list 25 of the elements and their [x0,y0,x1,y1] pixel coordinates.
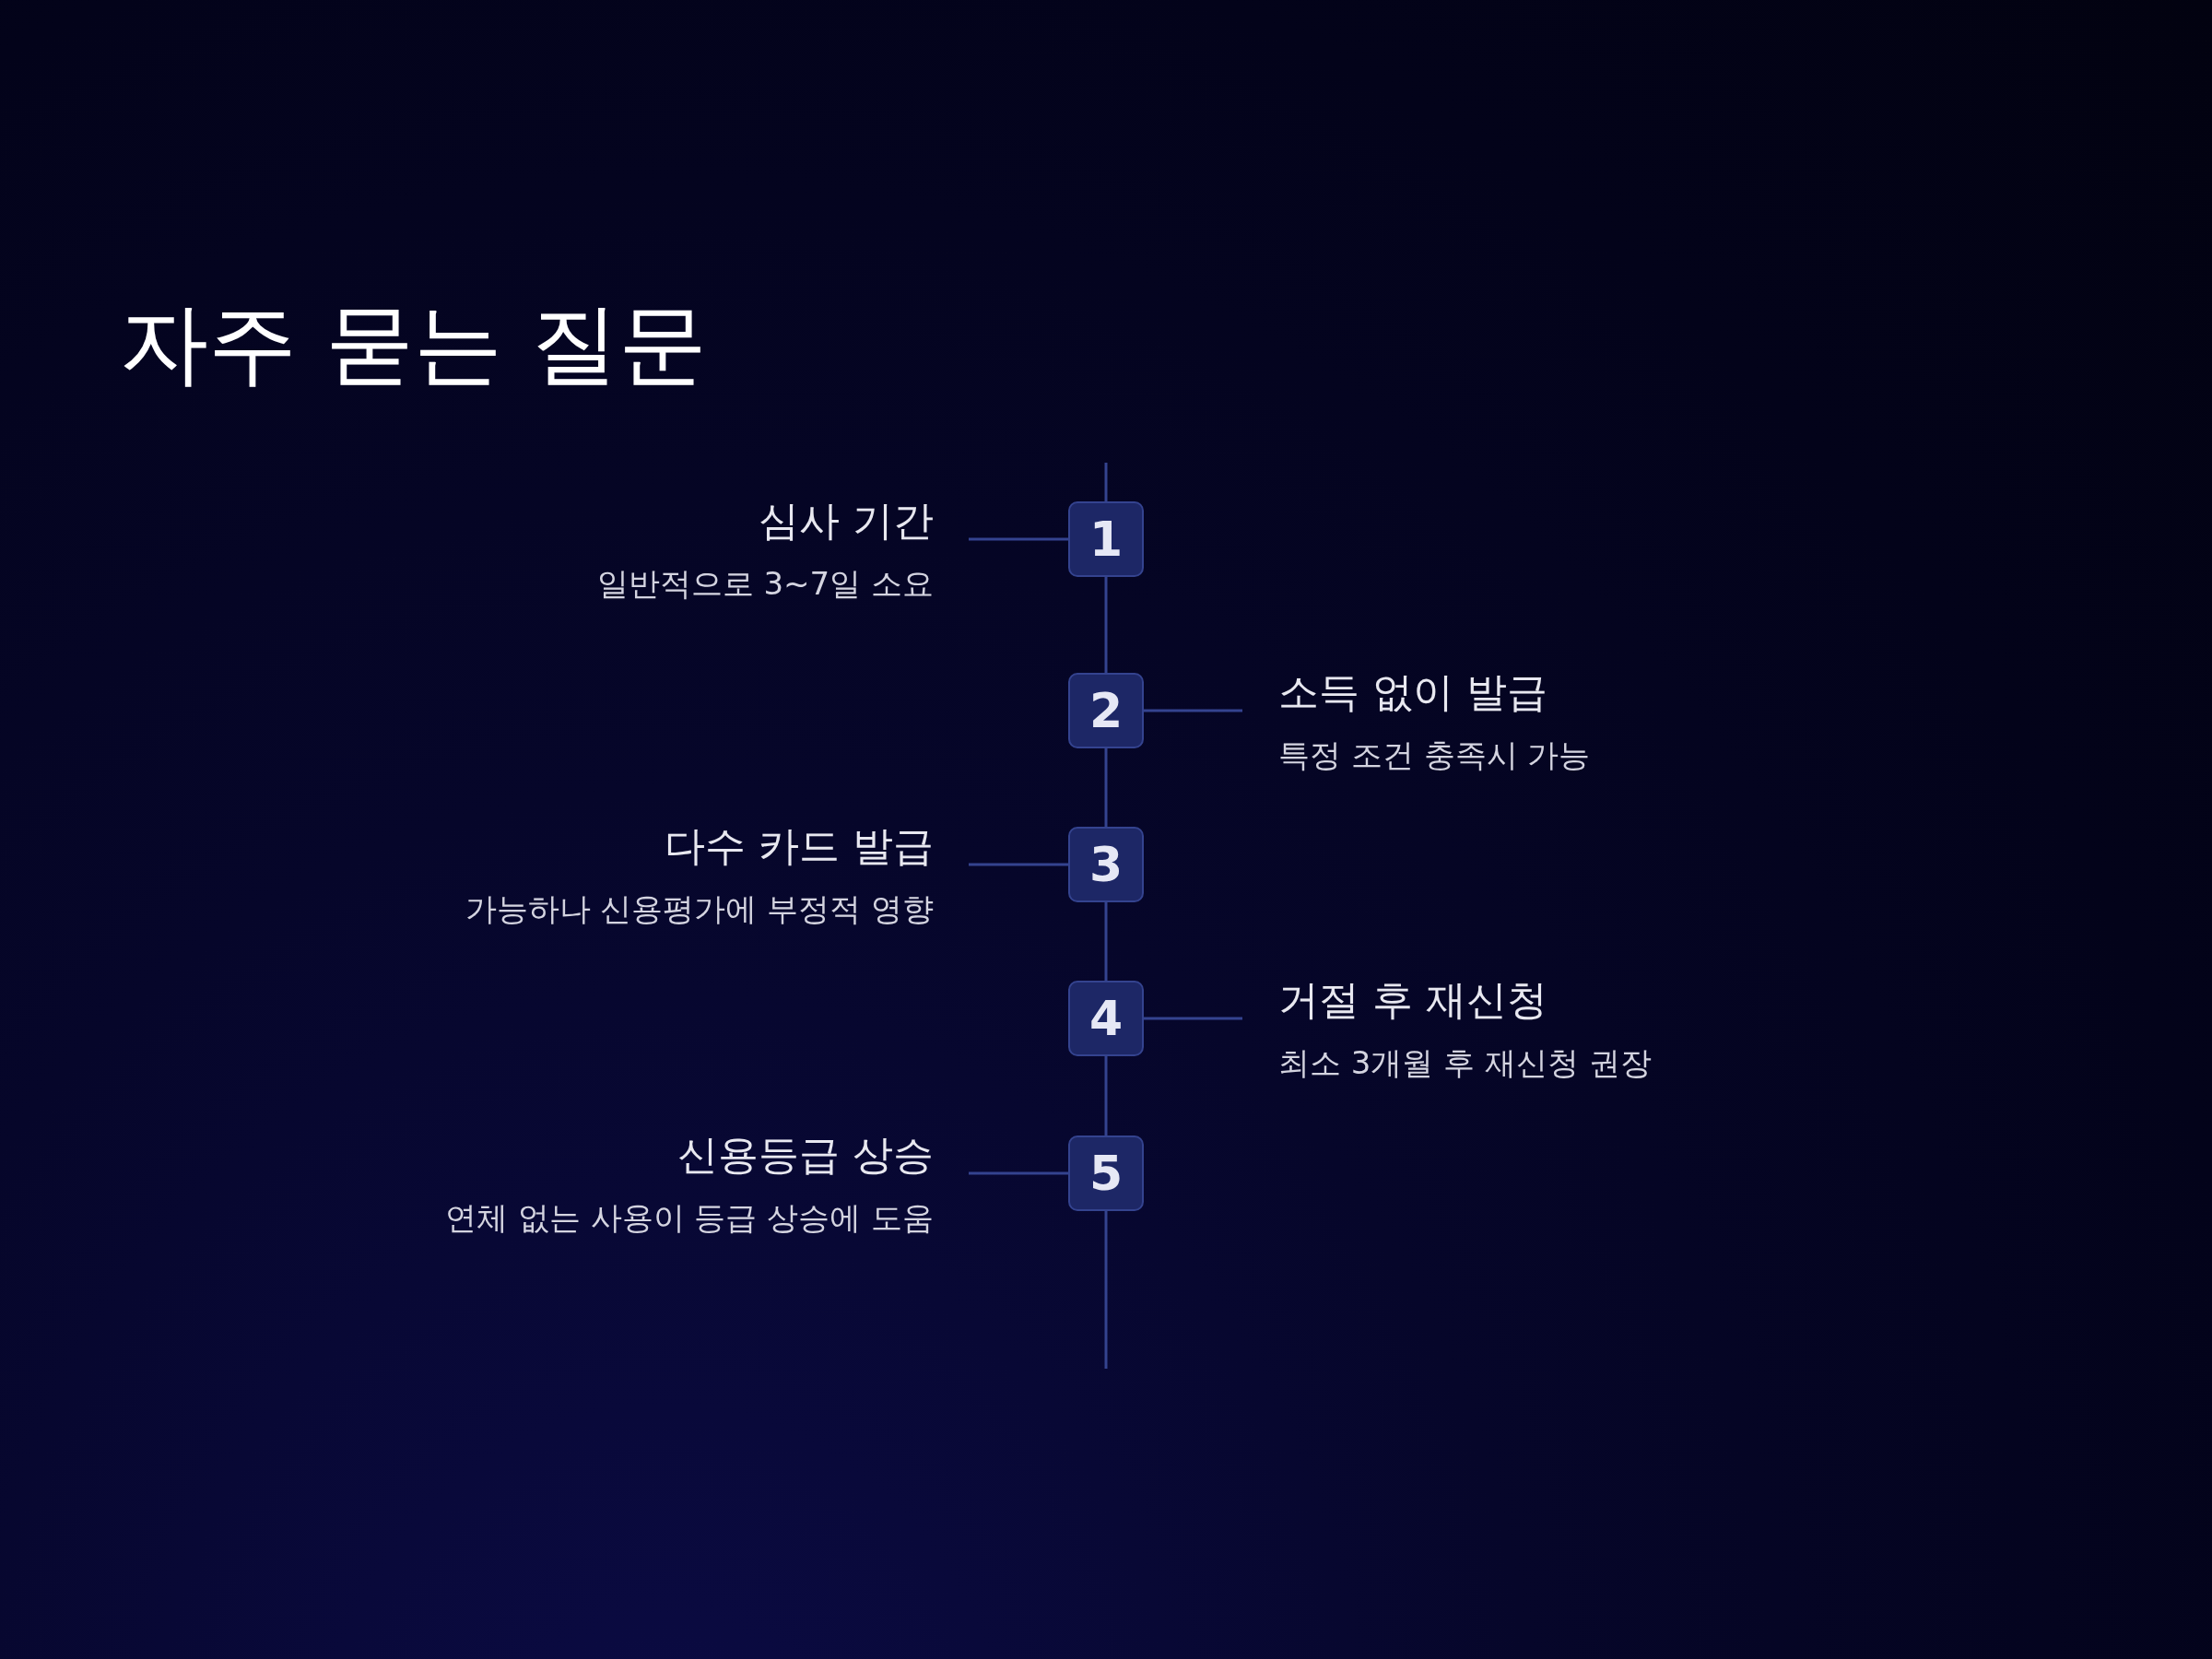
answer-text: 가능하나 신용평가에 부정적 영향 [465,889,934,929]
answer-text: 일반적으로 3~7일 소요 [596,564,934,604]
timeline-line [1104,902,1108,981]
question-heading: 심사 기간 [758,496,934,546]
leader-line [969,1171,1068,1175]
leader-line [969,863,1068,866]
question-heading: 소득 없이 발급 [1278,667,1548,717]
question-heading: 거절 후 재신청 [1278,975,1548,1025]
timeline-line [1104,1056,1108,1135]
question-heading: 신용등급 상승 [677,1130,934,1180]
answer-text: 연체 없는 사용이 등급 상승에 도움 [444,1198,934,1238]
step-number-box: 1 [1068,501,1144,577]
step-number-box: 4 [1068,981,1144,1056]
page-title: 자주 묻는 질문 [120,291,708,397]
question-heading: 다수 카드 발급 [664,821,934,871]
timeline-line [1104,748,1108,827]
step-number-box: 3 [1068,827,1144,902]
timeline-line [1104,577,1108,673]
leader-line [969,537,1068,541]
step-number-box: 2 [1068,673,1144,748]
answer-text: 특정 조건 충족시 가능 [1278,735,1591,775]
step-number-box: 5 [1068,1135,1144,1211]
leader-line [1144,1017,1242,1020]
answer-text: 최소 3개월 후 재신청 권장 [1278,1043,1652,1083]
leader-line [1144,709,1242,712]
